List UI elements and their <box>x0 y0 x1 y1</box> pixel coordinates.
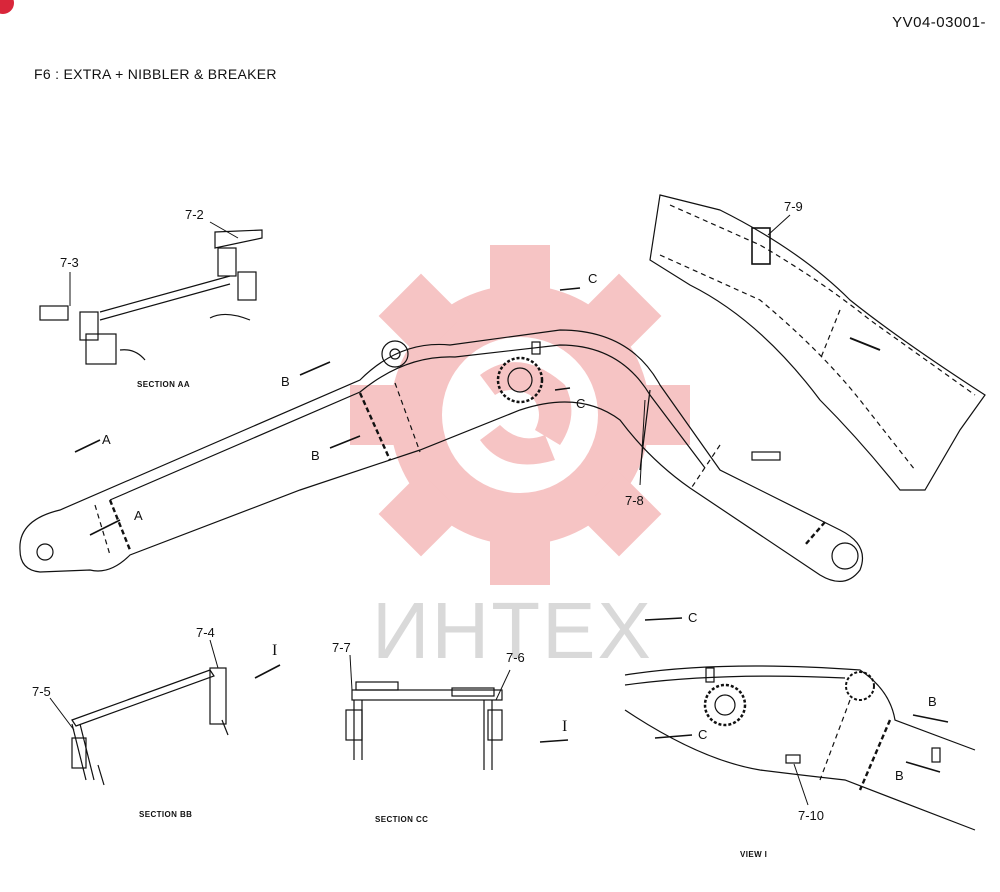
label-7-6: 7-6 <box>506 650 525 665</box>
leader-lines <box>49 214 809 806</box>
section-aa-sketch <box>39 229 263 365</box>
label-7-8: 7-8 <box>625 493 644 508</box>
mark-b-4: B <box>895 768 904 783</box>
mark-a-1: A <box>102 432 111 447</box>
view-i-sketch <box>624 665 976 831</box>
label-7-7: 7-7 <box>332 640 351 655</box>
mark-b-2: B <box>311 448 320 463</box>
label-7-3: 7-3 <box>60 255 79 270</box>
label-7-10: 7-10 <box>798 808 825 823</box>
section-aa-title: SECTION AA <box>137 380 191 389</box>
view-i-title: VIEW I <box>740 850 768 859</box>
watermark-text: ИНТЕХ <box>372 586 653 675</box>
label-7-2: 7-2 <box>185 207 204 222</box>
watermark-gear-logo <box>350 245 690 585</box>
label-7-5: 7-5 <box>32 684 51 699</box>
mark-i-1: I <box>272 642 278 659</box>
mark-b-1: B <box>281 374 290 389</box>
label-7-4: 7-4 <box>196 625 215 640</box>
label-7-9: 7-9 <box>784 199 803 214</box>
section-bb-sketch <box>71 667 229 786</box>
mark-c-4: C <box>698 727 708 742</box>
mark-c-2: C <box>576 396 586 411</box>
corner-badge <box>0 0 14 14</box>
mark-i-2: I <box>562 718 568 735</box>
section-arrows <box>74 287 949 773</box>
main-boom-outline <box>19 329 864 582</box>
mark-b-3: B <box>928 694 937 709</box>
mark-c-3: C <box>688 610 698 625</box>
mark-a-2: A <box>134 508 143 523</box>
page-title: F6 : EXTRA + NIBBLER & BREAKER <box>34 66 277 82</box>
section-bb-title: SECTION BB <box>139 810 193 819</box>
mark-c-1: C <box>588 271 598 286</box>
doc-code: YV04-03001- <box>892 14 986 31</box>
boom-top-view <box>649 194 986 491</box>
section-cc-sketch <box>345 681 503 770</box>
section-cc-title: SECTION CC <box>375 815 429 824</box>
